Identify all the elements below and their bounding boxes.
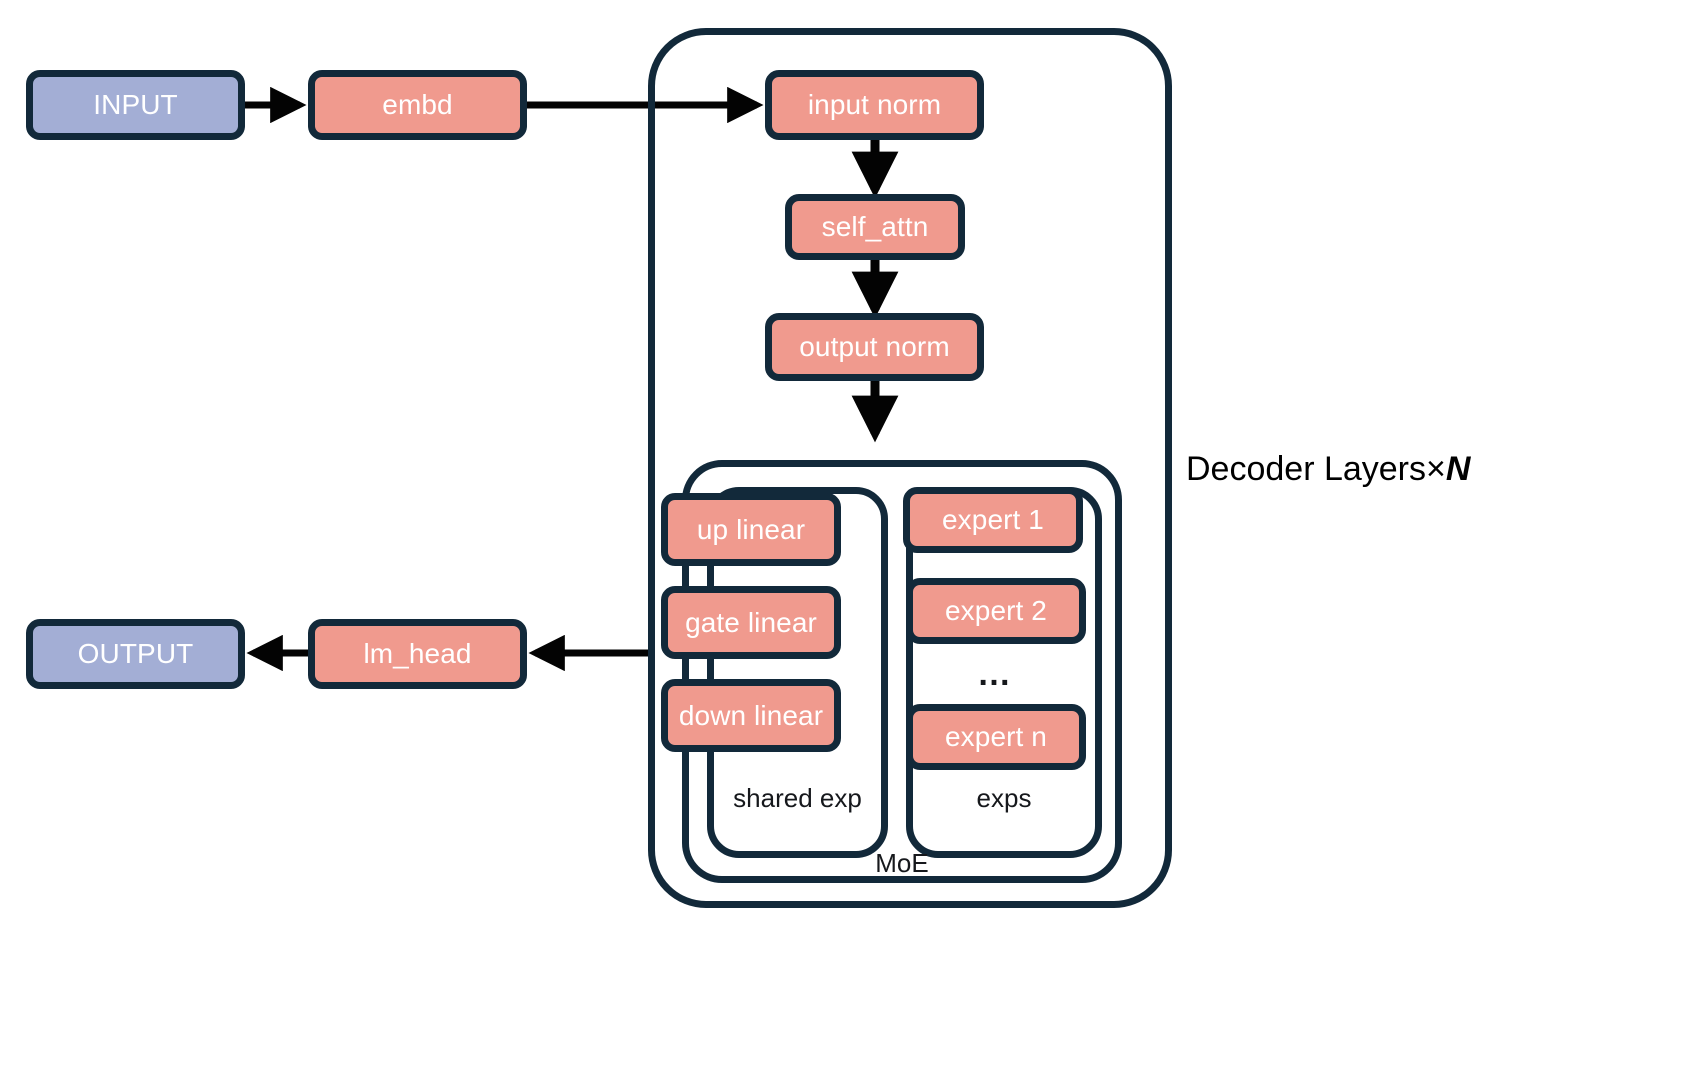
decoder-layers-group (648, 28, 1172, 908)
node-input[interactable]: INPUT (26, 70, 245, 140)
node-output[interactable]: OUTPUT (26, 619, 245, 689)
decoder-layers-label-text: Decoder Layers× (1186, 450, 1446, 488)
node-down-linear[interactable]: down linear (661, 679, 841, 752)
node-up-linear[interactable]: up linear (661, 493, 841, 566)
node-gate-linear[interactable]: gate linear (661, 586, 841, 659)
exps-label: exps (976, 783, 1032, 813)
decoder-layers-count: N (1445, 450, 1471, 488)
node-expert-1[interactable]: expert 1 (903, 487, 1083, 553)
moe-label: MoE (875, 848, 929, 878)
node-expert-2[interactable]: expert 2 (906, 578, 1086, 644)
shared-expert-group (707, 487, 888, 858)
node-lm-head[interactable]: lm_head (308, 619, 527, 689)
decoder-layers-label: Decoder Layers×N (1186, 452, 1470, 486)
node-input-norm[interactable]: input norm (765, 70, 984, 140)
node-output-norm[interactable]: output norm (765, 313, 984, 381)
node-self-attn[interactable]: self_attn (785, 194, 965, 260)
expert-ellipsis: … (977, 655, 1013, 693)
moe-group (682, 460, 1122, 883)
shared-exp-label: shared exp (733, 783, 862, 813)
node-expert-n[interactable]: expert n (906, 704, 1086, 770)
node-embd[interactable]: embd (308, 70, 527, 140)
